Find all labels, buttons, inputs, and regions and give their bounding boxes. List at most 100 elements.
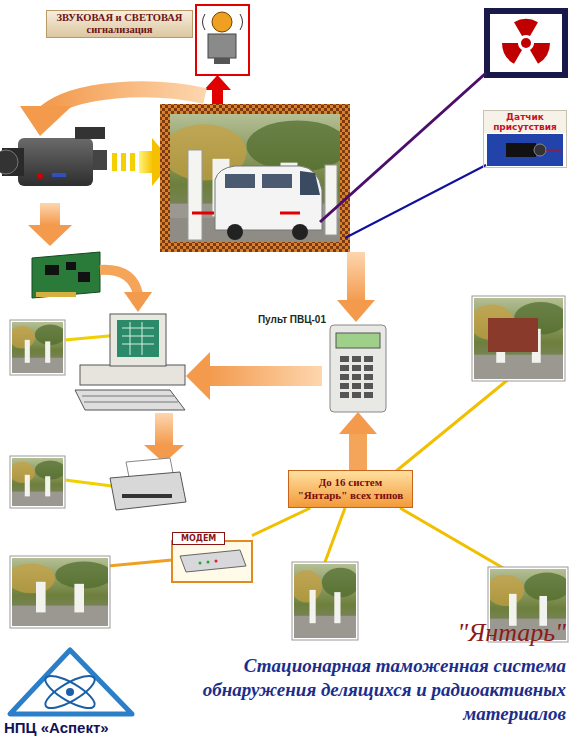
modem-label: МОДЕМ (172, 532, 225, 545)
alarm-bell (196, 5, 249, 75)
network-lines (108, 378, 515, 575)
network-line (252, 508, 310, 536)
printer-part (110, 472, 186, 510)
site-photo-frame-part (300, 171, 320, 195)
site-photo-frame-part (215, 166, 322, 230)
computer (75, 314, 185, 410)
printer-arrow-part (155, 413, 173, 445)
control-console-part (340, 356, 376, 401)
link-arrow-shaft (349, 433, 367, 470)
video-camera-part (0, 150, 18, 174)
sensor-heading: Датчик присутствия (484, 111, 566, 133)
sensor-picture-part (546, 150, 562, 151)
systems-box: До 16 систем "Янтарь" всех типов (288, 470, 413, 508)
site-photo-part (9, 322, 65, 373)
video-camera-part (75, 127, 105, 139)
sensor-picture-part (487, 134, 563, 166)
site-photo-frame-part (280, 212, 300, 215)
console-box: Пульт ПВЦ-01 (330, 325, 386, 412)
company-logo-part (10, 650, 132, 714)
site-photo-frame-part (227, 224, 243, 240)
video-camera-part (37, 173, 43, 179)
capture-card (32, 252, 100, 298)
alarm-text: ЗВУКОВАЯ и СВЕТОВАЯ сигнализация (50, 12, 189, 36)
modem-picture (172, 541, 252, 582)
video-camera-part (52, 173, 66, 177)
card-arrow (100, 270, 152, 312)
photo-arrow (337, 252, 375, 322)
radiation-symbol-part (502, 43, 522, 64)
console-heading: Пульт ПВЦ-01 (258, 314, 326, 326)
modem-picture-part (215, 560, 218, 563)
site-photo-frame (160, 104, 350, 252)
radiation-symbol (487, 11, 565, 75)
sensor-wire (345, 165, 486, 238)
systems-text: До 16 систем "Янтарь" всех типов (289, 476, 412, 502)
modem-picture-part (199, 562, 202, 565)
computer-part (110, 314, 166, 366)
detector-wire (320, 73, 486, 222)
down-arrow-part (40, 203, 60, 225)
network-lines-part (108, 560, 172, 566)
radiation-symbol-part (487, 11, 565, 75)
modem-picture-part (180, 550, 246, 572)
video-camera (0, 127, 107, 186)
console-arrow-part (186, 352, 210, 400)
site-photo-frame-part (160, 104, 350, 252)
capture-card-part (66, 262, 76, 270)
alarm-arrow-part (204, 75, 231, 90)
site-photo-frame-part (162, 114, 349, 242)
alarm-bell-part (203, 14, 243, 30)
radiation-symbol-part (530, 43, 550, 64)
card-arrow-part (100, 270, 138, 294)
alarm-bell-part (208, 34, 236, 58)
modem-picture-part (172, 541, 252, 582)
site-photo-part (65, 480, 112, 486)
down-arrow (28, 203, 72, 246)
feedback-arrow-part (20, 106, 72, 136)
printer-arrow (144, 413, 184, 463)
capture-card-part (32, 252, 100, 298)
alarm-arrow (204, 75, 231, 105)
sensor-picture-part (506, 143, 536, 157)
site-photo-frame-part (225, 174, 255, 188)
site-photo-part (488, 318, 538, 352)
radiation-symbol-part (521, 38, 531, 48)
modem-box: МОДЕМ (172, 527, 252, 582)
title-text: "Янтарь" (457, 618, 566, 648)
network-lines-part (395, 378, 510, 472)
company-name: НПЦ «Аспект» (4, 719, 109, 737)
site-photo-part (10, 456, 65, 508)
card-arrow-part (124, 292, 152, 312)
capture-card-part (45, 265, 59, 275)
site-photo (291, 562, 359, 640)
console-arrow (186, 352, 322, 400)
site-photo-frame-part (325, 165, 337, 235)
control-console (330, 325, 386, 412)
site-photo-frame-part (188, 150, 202, 240)
printer (110, 458, 186, 510)
network-line-shaft (252, 508, 310, 536)
site-photo-frame-part (292, 224, 308, 240)
console-arrow-part (208, 366, 322, 386)
photo-arrow-part (347, 252, 365, 302)
site-photo (9, 456, 112, 508)
radiation-symbol-part (514, 19, 538, 36)
sensor-picture (487, 134, 563, 166)
video-arrow-part (121, 153, 126, 171)
site-photo-part (10, 320, 65, 375)
capture-card-part (78, 272, 90, 282)
company-logo-part (41, 670, 98, 714)
alarm-bell-part (212, 12, 232, 32)
site-photo-frame-part (262, 174, 292, 188)
site-photo-part (470, 298, 568, 379)
site-photo-part (9, 458, 65, 506)
company-logo-part (66, 688, 74, 696)
network-lines-part (400, 508, 515, 575)
sensor-box: Датчик присутствия (483, 110, 567, 168)
alarm-arrow-part (212, 88, 223, 105)
company-logo (10, 650, 132, 714)
computer-part (82, 396, 178, 402)
computer-part (75, 390, 185, 410)
